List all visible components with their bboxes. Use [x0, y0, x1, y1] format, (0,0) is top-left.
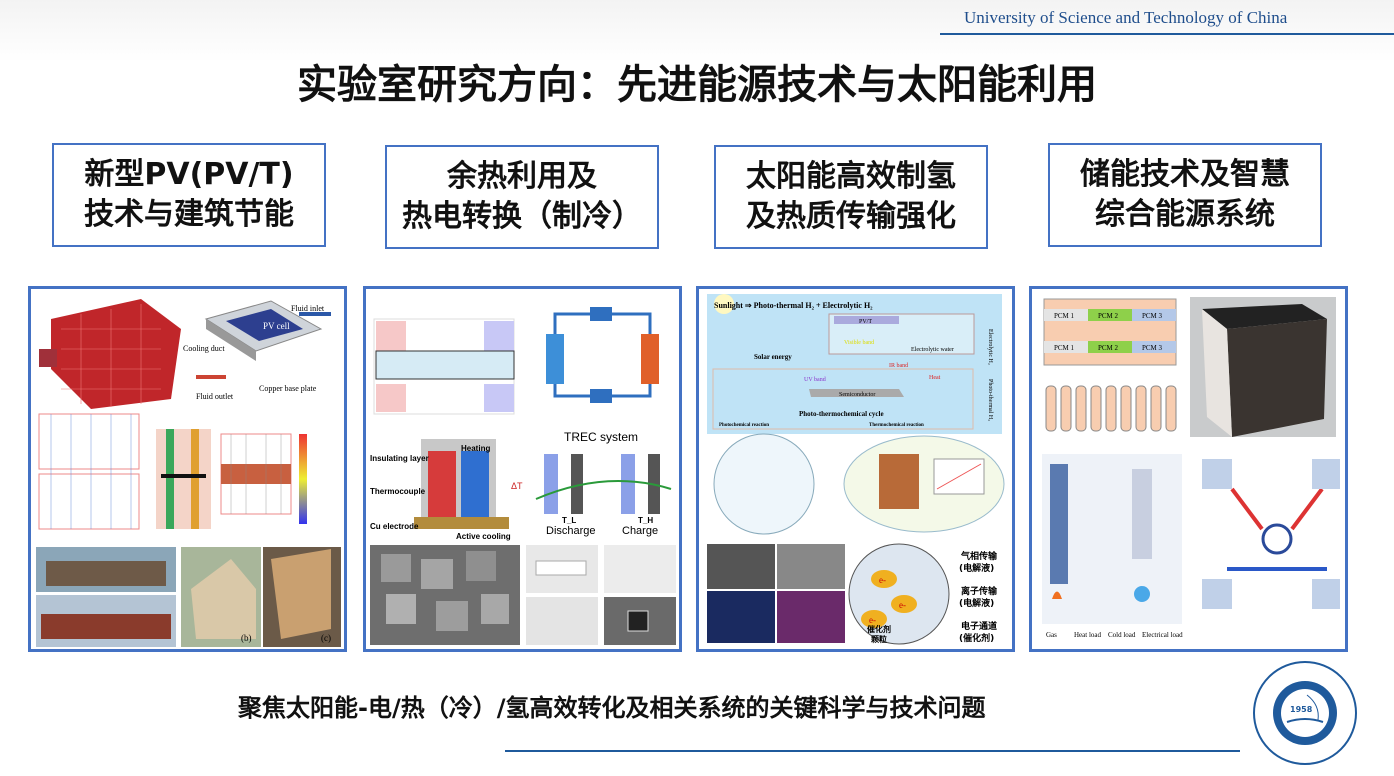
category-line: 热电转换（制冷） — [402, 199, 642, 234]
semiconductor-label: Semiconductor — [839, 392, 875, 398]
integrated-energy-system-diagrams — [1042, 454, 1340, 624]
trec-title: TREC system — [564, 430, 638, 444]
heat-pipe-diagram — [373, 318, 515, 415]
photothermal-h2-label: Photo-thermal H₂ — [987, 379, 993, 421]
insulating-label: Insulating layer — [370, 454, 429, 463]
category-line: 余热利用及 — [447, 159, 597, 194]
heat-load-label: Heat load — [1074, 631, 1102, 639]
active-cooling-label: Active cooling — [456, 532, 511, 541]
slide-summary: 聚焦太阳能-电/热（冷）/氢高效转化及相关系统的关键科学与技术问题 — [238, 694, 986, 722]
electron-label: e- — [869, 615, 876, 625]
thermoelectric-module: Insulating layer Thermocouple Cu electro… — [370, 439, 523, 541]
electron-channel-sub: (催化剂) — [959, 632, 994, 644]
pcm3-label: PCM 3 — [1142, 344, 1163, 352]
photochemical-label: Photochemical reaction — [719, 423, 769, 428]
category-line: 太阳能高效制氢 — [746, 159, 956, 194]
electron-label: e- — [899, 600, 906, 610]
header-divider — [940, 33, 1394, 35]
category-solar-hydrogen: 太阳能高效制氢及热质传输强化 — [714, 145, 988, 249]
category-pv-building: 新型PV(PV/T) 技术与建筑节能 — [52, 143, 326, 247]
heat-label: Heat — [929, 375, 941, 381]
category-line: 储能技术及智慧 — [1080, 157, 1290, 192]
category-line: 综合能源系统 — [1095, 197, 1275, 232]
electrolytic-h2-label: Electrolytic H₂ — [987, 329, 993, 365]
t-high-label: T_H — [638, 516, 653, 525]
electrical-load-label: Electrical load — [1142, 631, 1183, 639]
category-line: 新型PV(PV/T) — [84, 157, 294, 192]
pvt-label: PV/T — [859, 319, 872, 325]
gas-transport-sub: (电解液) — [959, 562, 994, 574]
electrolytic-water-label: Electrolytic water — [911, 347, 954, 353]
pcm2-label: PCM 2 — [1098, 344, 1119, 352]
temperature-contour-plots — [38, 413, 307, 530]
category-line: 技术与建筑节能 — [84, 197, 294, 232]
electron-label: e- — [879, 575, 886, 585]
cycle-label: Photo-thermochemical cycle — [799, 410, 884, 418]
pv-module-3d — [51, 299, 181, 409]
ir-band-label: IR band — [889, 363, 908, 369]
pcm-diagram: PCM 1 PCM 2 PCM 3 PCM 1 PCM 2 PCM 3 — [1043, 298, 1177, 432]
pcm3-label: PCM 3 — [1142, 312, 1163, 320]
pv-cell — [226, 309, 303, 341]
logo-year: 1958 — [1290, 705, 1313, 714]
heating-label: Heating — [461, 444, 490, 453]
energy-storage-figure: PCM 1 PCM 2 PCM 3 PCM 1 PCM 2 PCM 3 Gas … — [1029, 286, 1348, 652]
ion-transport-sub: (电解液) — [959, 597, 994, 609]
catalyst-label: 催化剂 — [867, 624, 891, 634]
fluid-outlet-label: Fluid outlet — [196, 392, 234, 401]
category-energy-storage: 储能技术及智慧综合能源系统 — [1048, 143, 1322, 247]
ion-transport-label: 离子传输 — [961, 585, 998, 597]
pcm1-label: PCM 1 — [1054, 344, 1075, 352]
catalyst-schematic: e- e- e- 催化剂 颗粒 — [848, 543, 950, 645]
fluid-inlet-label: Fluid inlet — [291, 304, 325, 313]
copper-base-label: Copper base plate — [259, 384, 317, 393]
cu-electrode-label: Cu electrode — [370, 522, 419, 531]
label-c: (c) — [321, 633, 331, 643]
gas-label: Gas — [1046, 631, 1057, 639]
category-waste-heat: 余热利用及热电转换（制冷） — [385, 145, 659, 249]
cold-load-label: Cold load — [1108, 631, 1136, 639]
sunlight-caption: Sunlight ⇒ Photo-thermal H₂ + Electrolyt… — [714, 301, 873, 310]
solar-hydrogen-figure: Sunlight ⇒ Photo-thermal H₂ + Electrolyt… — [696, 286, 1015, 652]
pcm2-label: PCM 2 — [1098, 312, 1119, 320]
discharge-label: Discharge — [546, 525, 596, 537]
visible-band-label: Visible band — [844, 340, 874, 346]
pv-cell-label: PV cell — [263, 321, 290, 331]
thermochemical-label: Thermochemical reaction — [869, 423, 924, 428]
university-name: University of Science and Technology of … — [964, 8, 1288, 27]
electron-channel-label: 电子通道 — [961, 620, 997, 632]
footer-divider — [505, 750, 1240, 752]
solar-energy-label: Solar energy — [754, 353, 792, 361]
header-band — [0, 0, 1394, 62]
trec-diagram: TREC system T_L T_H Discharge Charge — [535, 430, 672, 537]
pv-building-figure: PV cell Cooling duct Fluid inlet Fluid o… — [28, 286, 347, 652]
thermoelectric-figure: Insulating layer Thermocouple Cu electro… — [363, 286, 682, 652]
delta-t-label: ΔT — [511, 481, 523, 491]
category-line: 及热质传输强化 — [746, 199, 956, 234]
t-low-label: T_L — [562, 516, 576, 525]
slide-title: 实验室研究方向：先进能源技术与太阳能利用 — [297, 62, 1097, 108]
sem-images — [707, 544, 845, 643]
pcm1-label: PCM 1 — [1054, 312, 1075, 320]
reactor-diagrams — [713, 433, 1005, 535]
charge-label: Charge — [622, 525, 658, 537]
building-photos: (b) (c) — [36, 547, 341, 647]
gas-transport-label: 气相传输 — [960, 550, 998, 562]
particle-label: 颗粒 — [871, 634, 887, 644]
ustc-logo: 1958 — [1252, 660, 1358, 766]
thermocouple-label: Thermocouple — [370, 487, 426, 496]
cooling-duct-label: Cooling duct — [183, 344, 225, 353]
uv-band-label: UV band — [804, 377, 826, 383]
label-b: (b) — [241, 633, 252, 643]
battery-pack-photo — [1190, 297, 1336, 437]
sem-image — [370, 545, 520, 645]
cooling-system-diagram — [536, 307, 666, 409]
device-photos — [526, 545, 676, 645]
